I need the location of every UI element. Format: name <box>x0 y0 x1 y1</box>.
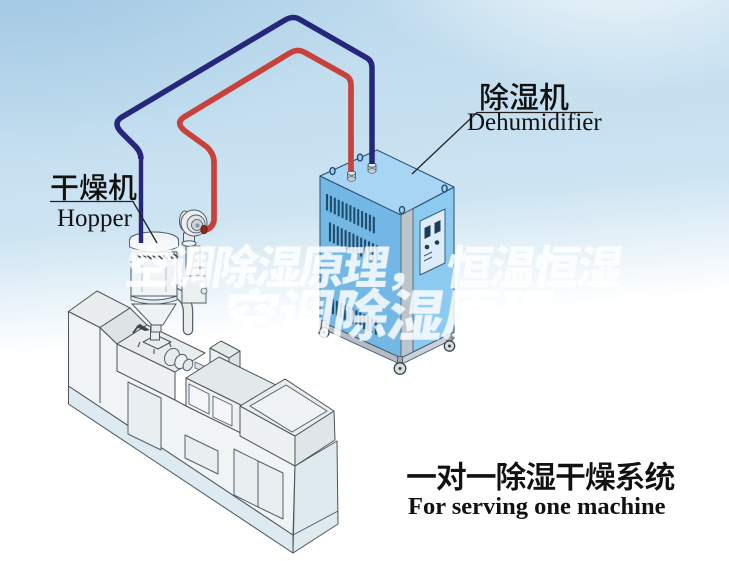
svg-text:Dehumidifier: Dehumidifier <box>467 109 602 136</box>
svg-text:Hopper: Hopper <box>57 205 133 232</box>
svg-text:For serving one machine: For serving one machine <box>408 493 666 520</box>
